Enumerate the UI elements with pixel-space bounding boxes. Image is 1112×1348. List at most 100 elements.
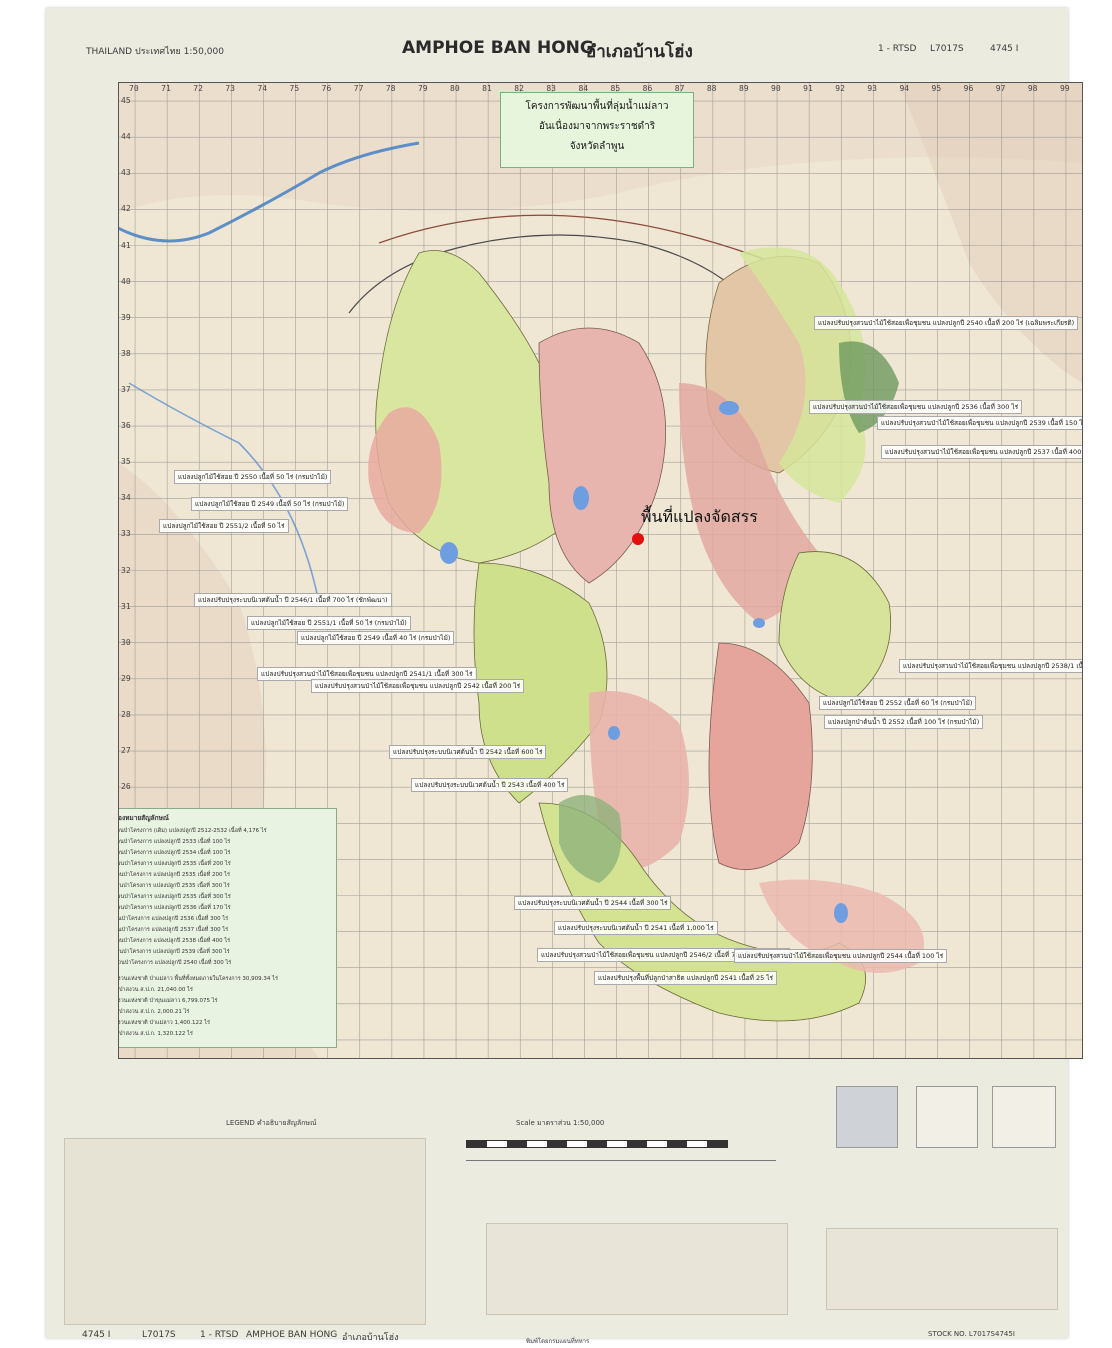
parcel-label: แปลงปรับปรุงพื้นที่ปลูกป่าสาธิต แปลงปลูก…: [594, 971, 778, 985]
legend-row: G สวนป่าโครงการ แปลงปลูกปี 2535 เนื้อที่…: [118, 894, 231, 900]
parcel-label: แปลงปรับปรุงสวนป่าไม้ใช้สอยเพื่อชุมชน แป…: [881, 445, 1082, 459]
stock-number: STOCK NO. L7017S4745I: [928, 1330, 1015, 1338]
scale-bar-line: [466, 1160, 776, 1161]
legend-row: A สวนป่าโครงการ (เดิม) แปลงปลูกปี 2512-2…: [118, 828, 267, 834]
legend-row: K สวนป่าโครงการ แปลงปลูกปี 2538 เนื้อที่…: [118, 938, 231, 944]
grid-info-panel: [826, 1228, 1058, 1310]
legend-row: J สวนป่าโครงการ แปลงปลูกปี 2537 เนื้อที่…: [118, 927, 229, 933]
grid-tick-label: 74: [257, 84, 268, 93]
parcel-label: แปลงปรับปรุงสวนป่าไม้ใช้สอยเพื่อชุมชน แป…: [899, 659, 1082, 673]
grid-tick-label: 36: [121, 421, 131, 431]
parcel-label: แปลงปรับปรุงสวนป่าไม้ใช้สอยเพื่อชุมชน แป…: [734, 949, 948, 963]
grid-tick-label: 31: [121, 601, 131, 611]
parcel-label: แปลงปลูกป่าต้นน้ำ ปี 2552 เนื้อที่ 100 ไ…: [824, 715, 984, 729]
map-marginalia: LEGEND คำอธิบายสัญลักษณ์ Scale มาตราส่วน…: [46, 1058, 1068, 1345]
grid-tick-label: 45: [121, 96, 131, 106]
grid-tick-label: 27: [121, 746, 131, 756]
grid-tick-label: 96: [963, 84, 974, 93]
legend-total-row: ป่าสงวนแห่งชาติ ป่าขุนแม่ลาว 6,799.075 ไ…: [118, 998, 218, 1004]
grid-tick-label: 97: [995, 84, 1006, 93]
footer-sheet-label: 4745 I: [82, 1330, 111, 1340]
grid-tick-label: 76: [321, 84, 332, 93]
parcel-label: แปลงปลูกไม้ใช้สอย ปี 2549 เนื้อที่ 50 ไร…: [191, 497, 349, 511]
grid-tick-label: 26: [121, 782, 131, 792]
footer-name-en: AMPHOE BAN HONG: [246, 1330, 338, 1340]
grid-tick-label: 39: [121, 312, 131, 322]
grid-tick-label: 28: [121, 709, 131, 719]
project-title-line: โครงการพัฒนาพื้นที่ลุ่มน้ำแม่ลาว: [525, 101, 669, 112]
grid-tick-label: 71: [161, 84, 171, 93]
grid-tick-label: 38: [121, 348, 131, 358]
grid-tick-label: 90: [771, 84, 781, 93]
allocated-area-marker[interactable]: [632, 533, 644, 545]
grid-tick-label: 99: [1059, 84, 1070, 93]
grid-tick-label: 70: [129, 84, 139, 93]
series-code: 1 - RTSD: [878, 44, 917, 54]
grid-tick-label: 85: [610, 84, 621, 93]
grid-tick-label: 92: [835, 84, 845, 93]
grid-tick-label: 32: [121, 565, 131, 575]
grid-tick-label: 84: [578, 84, 589, 93]
scale-label: Scale มาตราส่วน 1:50,000: [516, 1119, 605, 1127]
legend-row: B สวนป่าโครงการ แปลงปลูกปี 2533 เนื้อที่…: [118, 839, 231, 845]
legend-total-row: ป่าสงวนแห่งชาติ ป่าแม่ลาว พื้นที่ทั้งหมด…: [118, 976, 278, 982]
parcel-label: แปลงปลูกไม้ใช้สอย ปี 2549 เนื้อที่ 40 ไร…: [297, 631, 455, 645]
grid-tick-label: 80: [450, 84, 460, 93]
grid-tick-label: 88: [706, 84, 717, 93]
legend-row: M สวนป่าโครงการ แปลงปลูกปี 2540 เนื้อที่…: [118, 960, 232, 966]
grid-tick-label: 82: [514, 84, 524, 93]
grid-tick-label: 95: [931, 84, 942, 93]
grid-tick-label: 89: [738, 84, 749, 93]
map-title-th: อำเภอบ้านโฮ่ง: [586, 42, 693, 62]
grid-tick-label: 37: [121, 384, 131, 394]
parcel-label: แปลงปรับปรุงสวนป่าไม้ใช้สอยเพื่อชุมชน แป…: [311, 679, 525, 693]
parcel-label: แปลงปรับปรุงระบบนิเวศต้นน้ำ ปี 2544 เนื้…: [514, 896, 672, 910]
grid-tick-label: 30: [121, 637, 131, 647]
legend-row: L สวนป่าโครงการ แปลงปลูกปี 2539 เนื้อที่…: [118, 949, 230, 955]
scale-bar: [466, 1140, 728, 1148]
grid-tick-label: 43: [121, 168, 131, 178]
footer-series-label: L7017S: [142, 1330, 176, 1340]
grid-tick-label: 81: [482, 84, 492, 93]
grid-tick-label: 35: [121, 457, 131, 467]
legend-title: เครื่องหมายสัญลักษณ์: [118, 814, 169, 822]
parcel-label: แปลงปลูกไม้ใช้สอย ปี 2550 เนื้อที่ 50 ไร…: [174, 470, 332, 484]
grid-tick-label: 83: [546, 84, 556, 93]
printed-note: พิมพ์โดยกรมแผนที่ทหาร: [526, 1338, 590, 1345]
legend-row: H สวนป่าโครงการ แปลงปลูกปี 2536 เนื้อที่…: [118, 905, 231, 911]
grid-tick-label: 86: [642, 84, 653, 93]
elevation-guide-panel: [836, 1086, 898, 1148]
legend-row: D สวนป่าโครงการ แปลงปลูกปี 2535 เนื้อที่…: [118, 861, 231, 867]
adjoining-sheets-panel: [916, 1086, 978, 1148]
parcel-label: แปลงปลูกไม้ใช้สอย ปี 2551/2 เนื้อที่ 50 …: [159, 519, 289, 533]
legend-total-row: พื้นที่ป่าสงวน ส.ป.ก. 1,320.122 ไร่: [119, 1031, 193, 1037]
grid-tick-label: 44: [121, 132, 131, 142]
grid-tick-label: 33: [121, 529, 131, 539]
grid-tick-label: 75: [289, 84, 300, 93]
parcel-label: แปลงปลูกไม้ใช้สอย ปี 2551/1 เนื้อที่ 50 …: [247, 616, 411, 630]
grid-tick-label: 91: [803, 84, 813, 93]
country-scale-label: THAILAND ประเทศไทย 1:50,000: [86, 47, 224, 57]
legend-total-row: พื้นที่ป่าสงวน ส.ป.ก. 21,040.00 ไร่: [119, 987, 193, 993]
legend-row: I สวนป่าโครงการ แปลงปลูกปี 2536 เนื้อที่…: [118, 916, 229, 922]
parcel-label: แปลงปรับปรุงระบบนิเวศต้นน้ำ ปี 2542 เนื้…: [389, 745, 547, 759]
grid-tick-label: 40: [121, 276, 131, 286]
grid-tick-label: 29: [121, 673, 131, 683]
grid-tick-label: 77: [353, 84, 364, 93]
grid-tick-label: 34: [121, 493, 131, 503]
legend-row: E สวนป่าโครงการ แปลงปลูกปี 2535 เนื้อที่…: [118, 872, 230, 878]
contour-info-panel: [486, 1223, 788, 1315]
map-sheet: THAILAND ประเทศไทย 1:50,000 AMPHOE BAN H…: [46, 8, 1083, 1345]
edition-code: L7017S: [930, 44, 964, 54]
project-title-line: จังหวัดลำพูน: [569, 141, 625, 152]
map-legend-box: เครื่องหมายสัญลักษณ์ A สวนป่าโครงการ (เด…: [118, 808, 337, 1048]
grid-tick-label: 87: [674, 84, 685, 93]
project-title-line: อันเนื่องมาจากพระราชดำริ: [538, 121, 656, 132]
footer-edition-label: 1 - RTSD: [200, 1330, 239, 1340]
legend-total-row: พื้นที่ป่าสงวน ส.ป.ก. 2,000.21 ไร่: [119, 1009, 190, 1015]
grid-tick-label: 78: [385, 84, 396, 93]
grid-tick-label: 41: [121, 240, 131, 250]
boundaries-panel: [992, 1086, 1056, 1148]
grid-tick-label: 73: [225, 84, 235, 93]
grid-tick-label: 72: [193, 84, 203, 93]
